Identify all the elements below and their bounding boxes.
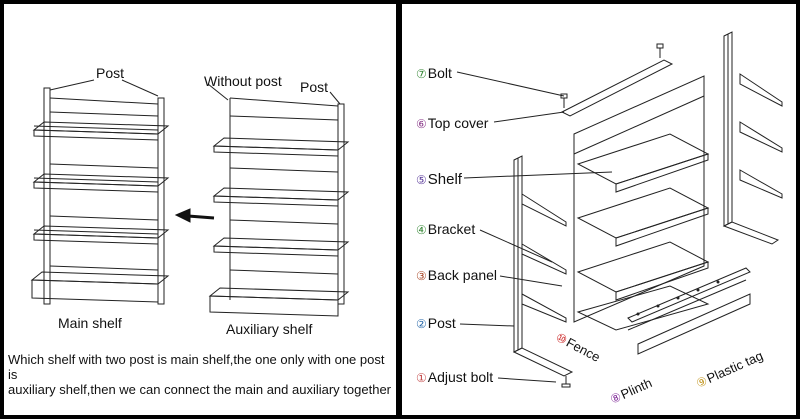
part-number-bracket: ④	[416, 223, 427, 237]
part-label-top-cover: ⑥Top cover	[416, 115, 489, 131]
main-shelf-tier-3	[32, 225, 170, 245]
main-right-post	[157, 97, 165, 305]
aux-base	[208, 287, 350, 317]
aux-right-post	[337, 103, 345, 305]
shelf-comparison-drawing	[30, 79, 350, 317]
exploded-view-drawing	[456, 31, 783, 388]
post-pointer-1	[49, 79, 95, 91]
auxiliary-shelf-label: Auxiliary shelf	[226, 321, 313, 337]
part-label-shelf: ⑤Shelf	[416, 171, 462, 188]
bolt-part	[560, 43, 664, 108]
aux-post-pointer	[329, 91, 341, 105]
main-shelf-tier-1	[32, 121, 170, 141]
fence-pegs	[636, 280, 720, 316]
main-shelf-tier-2	[32, 173, 170, 193]
part-number-adjust-bolt: ①	[416, 371, 427, 385]
aux-shelf-tier-1	[212, 137, 350, 157]
leader-adjust-bolt	[497, 377, 557, 383]
post-part	[512, 155, 574, 377]
part-label-back-panel: ③Back panel	[416, 267, 498, 283]
top-cover-part	[560, 59, 674, 117]
main-base	[30, 271, 170, 303]
right-bracket-part	[739, 73, 783, 199]
back-panel-part	[573, 75, 705, 323]
caption-line-2: auxiliary shelf,then we can connect the …	[8, 382, 391, 397]
part-number-back-panel: ③	[416, 269, 427, 283]
main-back-panel	[49, 97, 159, 271]
part-number-shelf: ⑤	[416, 173, 427, 187]
main-left-post	[43, 87, 51, 305]
plinth-part	[637, 293, 751, 355]
fence-part	[627, 267, 751, 331]
part-label-bracket: ④Bracket	[416, 221, 476, 237]
adjust-bolt-part	[561, 376, 571, 388]
connect-arrow	[174, 208, 215, 223]
leader-bolt	[456, 71, 565, 97]
without-post-label: Without post	[204, 73, 282, 89]
leader-shelf	[463, 171, 613, 179]
shelf-part-upper	[576, 133, 710, 193]
bracket-part	[521, 193, 567, 323]
exploded-parts-panel: ⑦Bolt ⑥Top cover ⑤Shelf ④Bracket ③Back p…	[402, 4, 796, 415]
post-label-1: Post	[96, 65, 125, 81]
shelf-part-lower	[576, 241, 710, 301]
part-number-bolt: ⑦	[416, 67, 427, 81]
part-label-post: ②Post	[416, 315, 456, 331]
leader-back-panel	[499, 275, 563, 287]
shelf-part-middle	[576, 187, 710, 247]
part-label-bolt: ⑦Bolt	[416, 65, 452, 81]
base-shelf-part	[576, 285, 710, 331]
leader-bracket	[479, 229, 553, 263]
part-number-top-cover: ⑥	[416, 117, 427, 131]
right-post-part	[722, 31, 780, 245]
part-number-post: ②	[416, 317, 427, 331]
leader-top-cover	[493, 111, 565, 123]
main-vs-auxiliary-panel: Post Without post Post Main shelf Auxili…	[4, 4, 396, 415]
aux-back-panel	[229, 97, 339, 300]
post-label-2: Post	[300, 79, 329, 95]
aux-shelf-tier-2	[212, 187, 350, 207]
main-shelf-label: Main shelf	[58, 315, 122, 331]
caption-line-1: Which shelf with two post is main shelf,…	[8, 352, 385, 382]
without-post-pointer	[207, 83, 229, 101]
leader-post	[459, 323, 515, 327]
explanation-caption: Which shelf with two post is main shelf,…	[8, 352, 396, 397]
post-pointer-2	[121, 79, 159, 97]
aux-shelf-tier-3	[212, 237, 350, 257]
part-label-adjust-bolt: ①Adjust bolt	[416, 369, 494, 385]
